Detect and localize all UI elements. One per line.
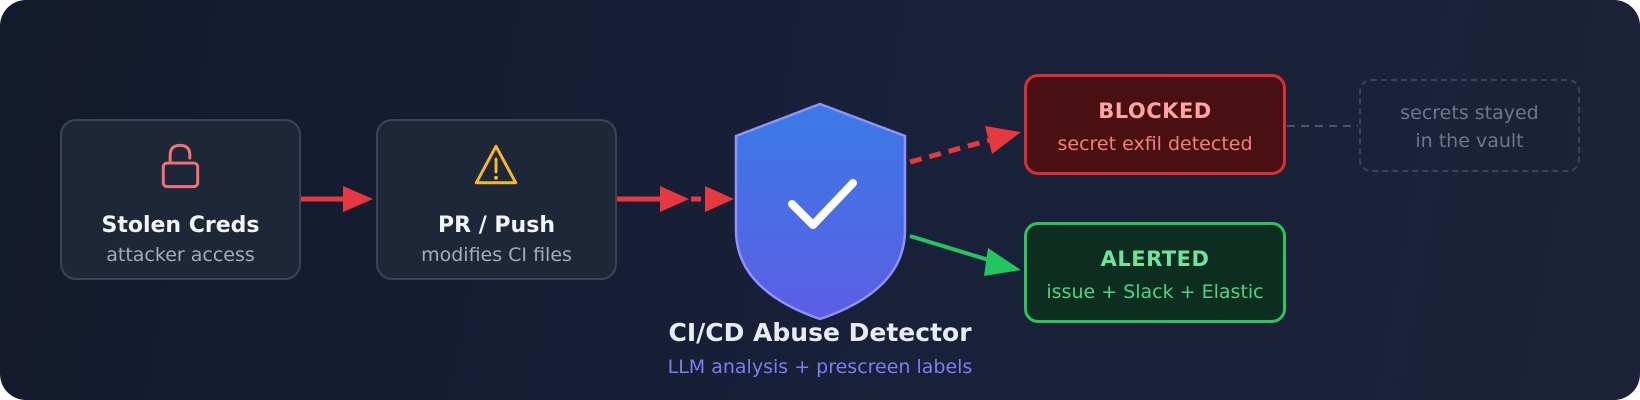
node-pr-push: PR / Push modifies CI files <box>376 119 617 280</box>
detector-subtitle: LLM analysis + prescreen labels <box>667 356 973 378</box>
node-blocked: BLOCKED secret exfil detected <box>1024 74 1286 175</box>
arrow-detector-to-blocked <box>909 126 1021 165</box>
unlock-icon <box>161 143 200 189</box>
node-stolen-creds: Stolen Creds attacker access <box>60 119 301 280</box>
alerted-title: ALERTED <box>1100 247 1210 271</box>
detector-title: CI/CD Abuse Detector <box>668 318 972 347</box>
arrow-detector-to-alerted <box>909 234 1021 276</box>
arrow-creds-to-push <box>301 186 373 212</box>
node-title: PR / Push <box>438 213 555 238</box>
node-subtitle: attacker access <box>106 244 255 266</box>
blocked-title: BLOCKED <box>1098 99 1212 123</box>
blocked-subtitle: secret exfil detected <box>1057 133 1253 155</box>
vault-note-line1: secrets stayed <box>1400 102 1539 124</box>
alerted-subtitle: issue + Slack + Elastic <box>1046 281 1264 303</box>
vault-note: secrets stayed in the vault <box>1359 79 1580 172</box>
node-alerted: ALERTED issue + Slack + Elastic <box>1024 222 1286 323</box>
node-subtitle: modifies CI files <box>421 244 572 266</box>
warning-icon <box>474 144 518 185</box>
node-title: Stolen Creds <box>101 213 260 238</box>
arrow-push-to-detector <box>617 186 734 212</box>
vault-note-line2: in the vault <box>1415 130 1524 152</box>
shield-check-icon <box>734 102 907 321</box>
